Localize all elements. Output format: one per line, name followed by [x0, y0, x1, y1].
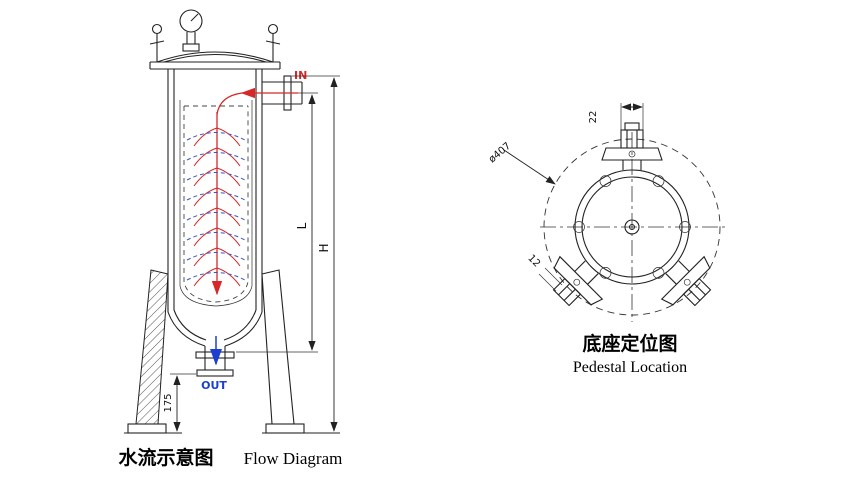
dimension-body-height: L [236, 92, 318, 353]
water-flow-arcs [186, 132, 246, 281]
vessel-shell [167, 69, 263, 347]
flow-diagram-view: IN OUT 175 L H 水流示意图 Flow Diagram [118, 9, 343, 469]
swing-bolt-right-icon [265, 23, 281, 62]
pressure-gauge-icon [179, 9, 203, 52]
outlet-label: OUT [201, 379, 227, 392]
flow-diagram-caption-cn: 水流示意图 [118, 446, 213, 469]
pedestal-foot-lower-right [660, 255, 712, 307]
dimension-h-label: H [317, 243, 331, 252]
dimension-bolt-circle: ø407 [487, 141, 556, 185]
bolt-holes [573, 175, 691, 279]
vessel-lid [149, 23, 281, 70]
pedestal-location-view: 22 ø407 12 底座定位图 Pedestal Location [487, 103, 726, 376]
filter-basket [179, 100, 253, 307]
support-leg-right [261, 269, 340, 434]
dimension-12-label: 12 [525, 253, 542, 270]
pedestal-caption-en: Pedestal Location [573, 359, 687, 376]
pedestal-caption-cn: 底座定位图 [582, 332, 677, 355]
pedestal-foot-lower-left [552, 255, 604, 307]
dimension-outlet-height: 175 [163, 373, 196, 432]
inlet-label: IN [294, 69, 307, 82]
flow-diagram-caption-en: Flow Diagram [244, 449, 343, 468]
dimension-175-label: 175 [163, 393, 174, 412]
pedestal-foot-top [601, 122, 663, 170]
dimension-overall-height: H [292, 75, 340, 432]
swing-bolt-left-icon [149, 23, 165, 62]
dimension-diameter-label: ø407 [487, 141, 513, 166]
dimension-22-label: 22 [588, 111, 599, 124]
outlet-nozzle [195, 346, 235, 377]
filter-bag-outline [183, 105, 249, 303]
dimension-l-label: L [295, 222, 309, 229]
inlet-flow-arrows [193, 87, 298, 296]
centerlines [540, 132, 726, 322]
dimension-top-slot: 22 [588, 103, 644, 130]
bolt-circle-outline [543, 138, 721, 316]
flow-branches [193, 127, 241, 287]
support-leg-left [124, 269, 182, 434]
flange-rings [574, 169, 690, 285]
